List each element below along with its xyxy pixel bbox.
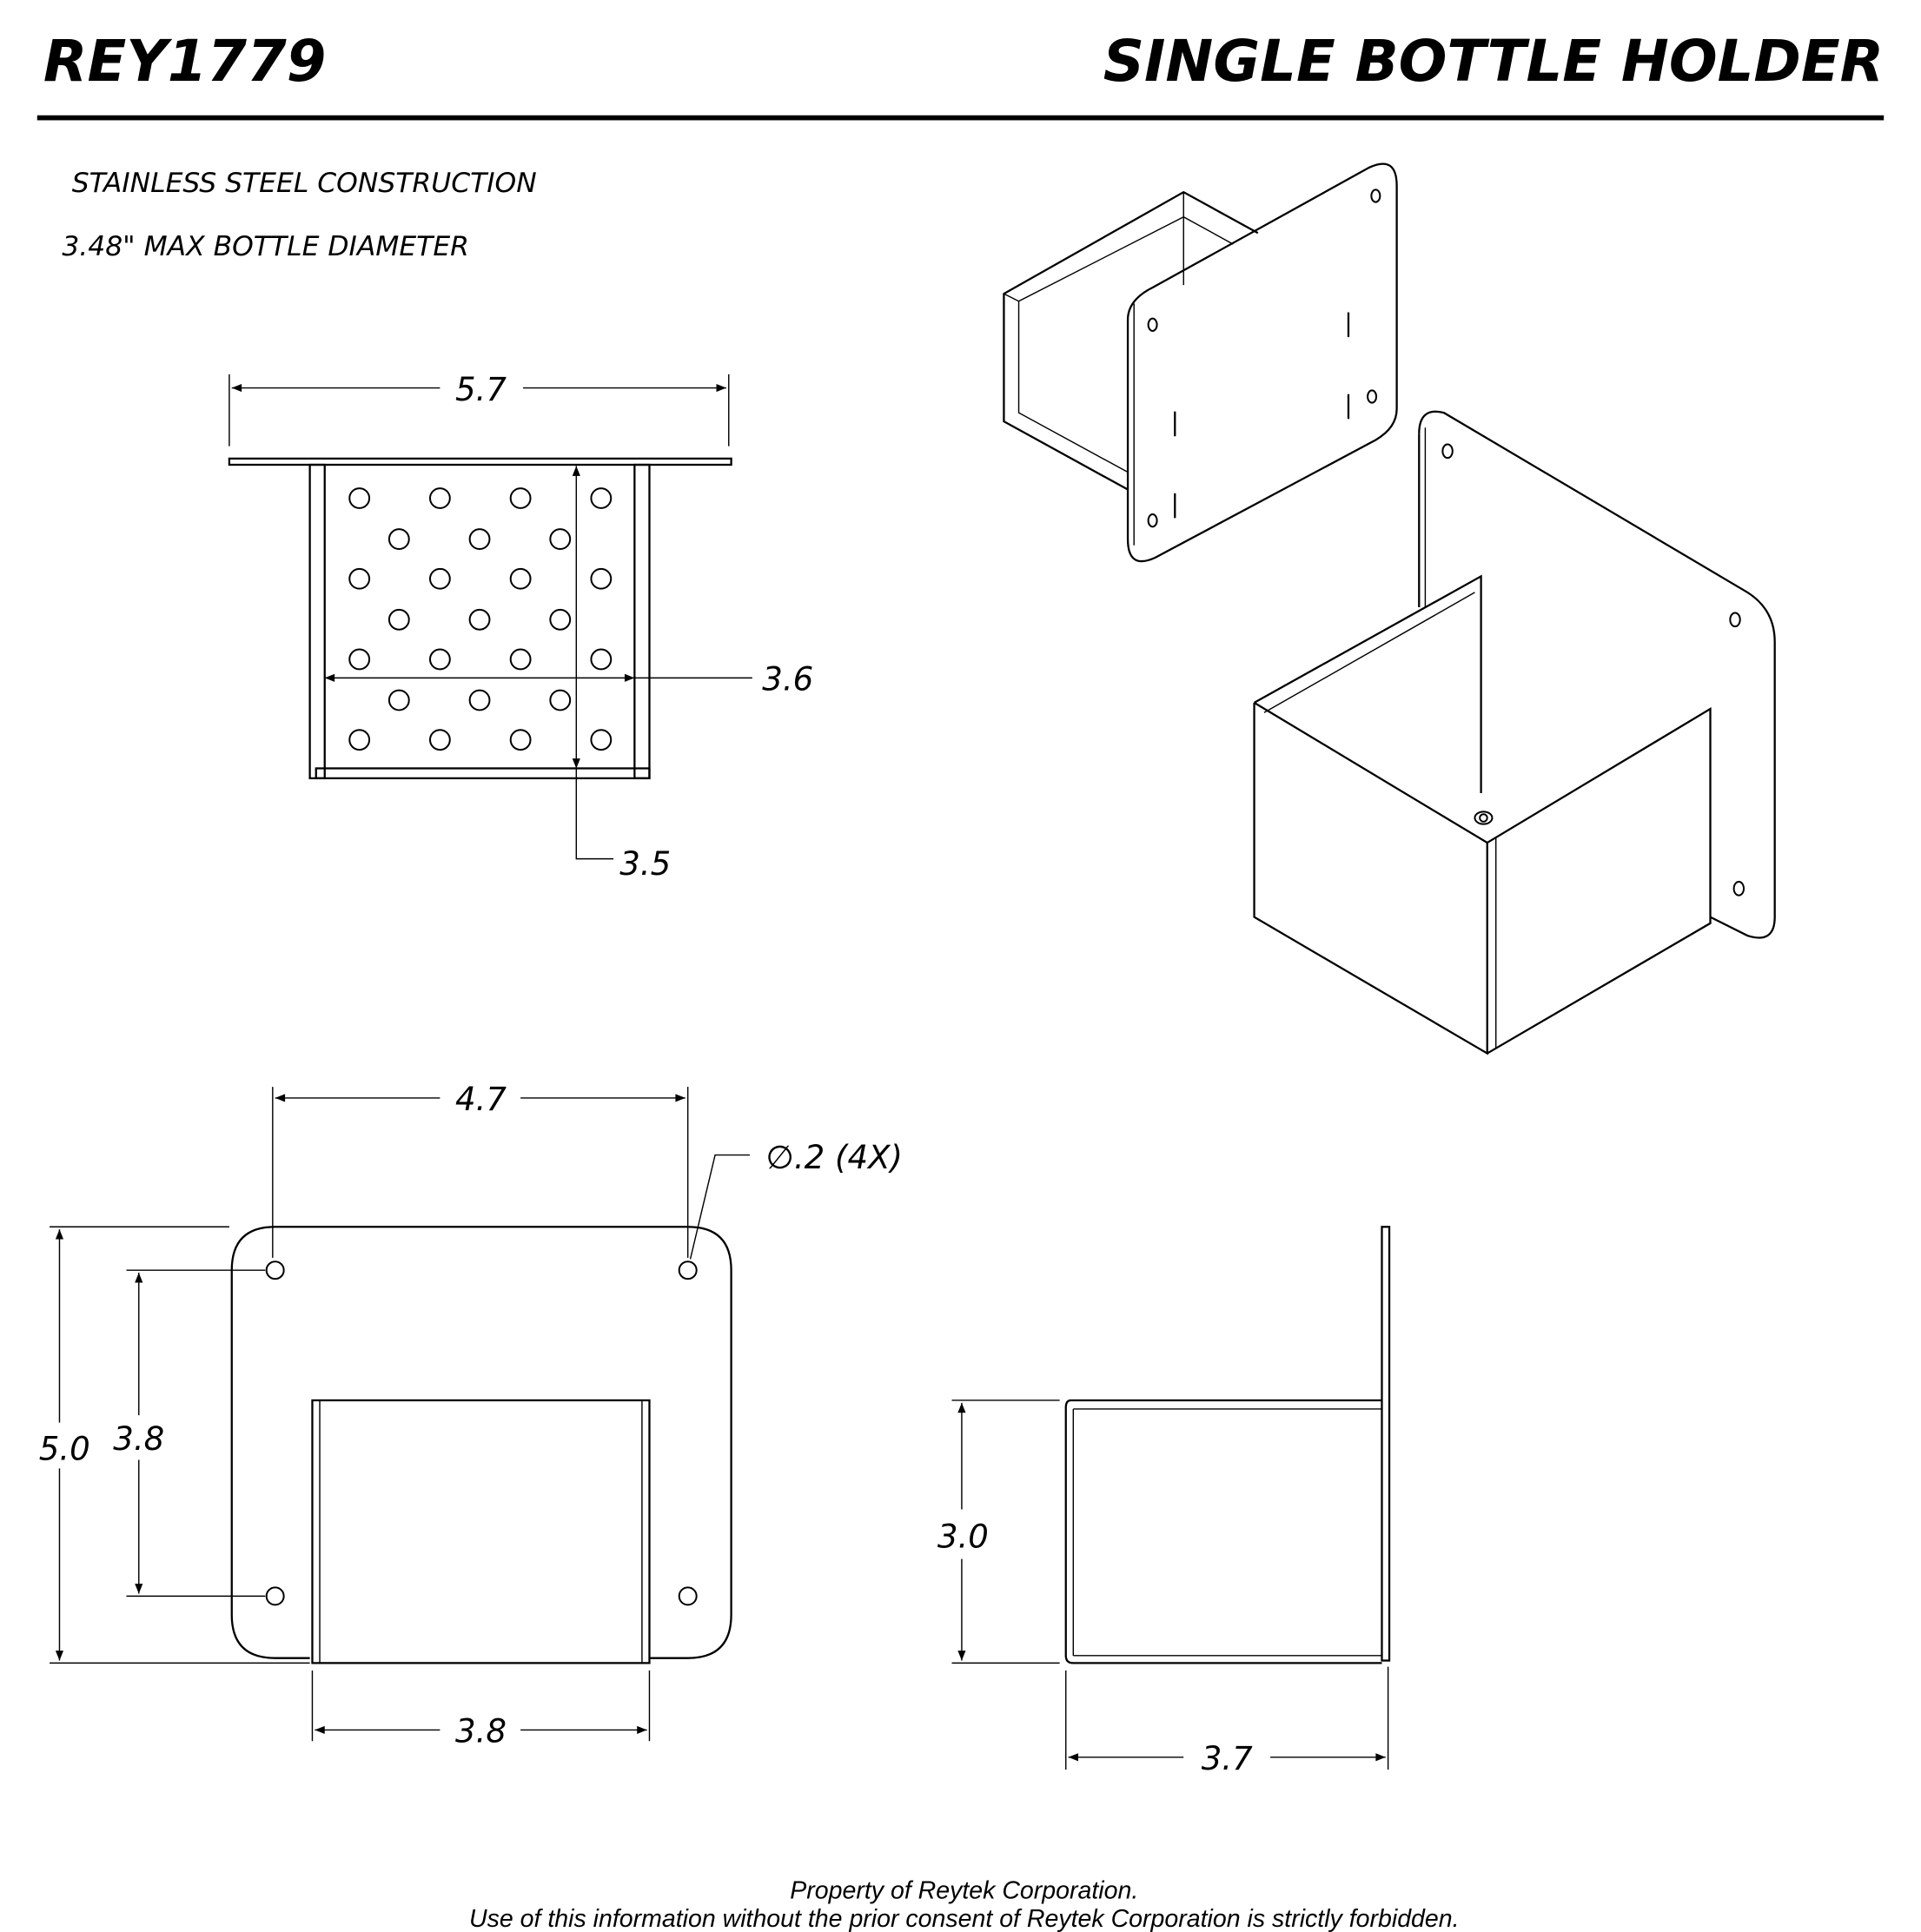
dim-hole-vertical-3-8: 3.8 xyxy=(113,1420,164,1458)
perforation-hole xyxy=(509,567,532,590)
perforation-hole xyxy=(549,608,572,631)
perforation-hole xyxy=(509,648,532,671)
perforation-hole xyxy=(428,487,451,509)
footer-property: Property of Reytek Corporation. xyxy=(790,1876,1138,1904)
perforation-hole xyxy=(388,528,410,550)
perforation-hole xyxy=(590,567,613,590)
perforation-hole xyxy=(388,689,410,711)
dim-depth-3-5: 3.5 xyxy=(619,845,671,883)
perforation-hole xyxy=(428,648,451,671)
dim-box-height-3-0: 3.0 xyxy=(937,1518,989,1556)
header-rule xyxy=(36,115,1885,121)
perforation-hole xyxy=(468,689,491,711)
isometric-view-front xyxy=(1253,410,1776,1055)
front-view: 4.7 ∅.2 (4X) 5.0 3.8 3.8 xyxy=(39,1081,903,1750)
perforation-hole xyxy=(549,689,572,711)
perforation-hole xyxy=(348,729,371,751)
perforation-hole xyxy=(388,608,410,631)
dim-height-5-0: 5.0 xyxy=(39,1430,90,1467)
footer-disclaimer: Use of this information without the prio… xyxy=(469,1905,1460,1932)
drawing-title: SINGLE BOTTLE HOLDER xyxy=(1103,29,1884,95)
perforation-hole xyxy=(509,487,532,509)
note-material: STAINLESS STEEL CONSTRUCTION xyxy=(72,168,537,199)
perforation-hole xyxy=(348,487,371,509)
perforation-hole xyxy=(590,648,613,671)
dim-width-5-7: 5.7 xyxy=(455,371,507,408)
perforation-hole xyxy=(348,648,371,671)
perforation-hole xyxy=(509,729,532,751)
note-diameter: 3.48" MAX BOTTLE DIAMETER xyxy=(62,231,469,262)
dim-hole-spacing-4-7: 4.7 xyxy=(455,1081,507,1118)
side-view: 3.0 3.7 xyxy=(937,1226,1391,1777)
perforation-hole xyxy=(428,567,451,590)
perforation-hole xyxy=(468,528,491,550)
dim-inner-width-3-6: 3.6 xyxy=(762,661,813,698)
perforation-hole xyxy=(348,567,371,590)
perforation-hole xyxy=(590,729,613,751)
dim-box-width-3-8: 3.8 xyxy=(455,1713,507,1750)
perforation-hole xyxy=(468,608,491,631)
perforation-hole xyxy=(549,528,572,550)
isometric-view-back xyxy=(1003,162,1398,563)
part-number: REY1779 xyxy=(43,29,326,95)
dim-depth-3-7: 3.7 xyxy=(1202,1740,1253,1777)
top-view: 5.7 3.6 3.5 xyxy=(228,371,813,883)
perforation-hole xyxy=(428,729,451,751)
perforation-hole xyxy=(590,487,613,509)
hole-callout: ∅.2 (4X) xyxy=(766,1139,903,1176)
